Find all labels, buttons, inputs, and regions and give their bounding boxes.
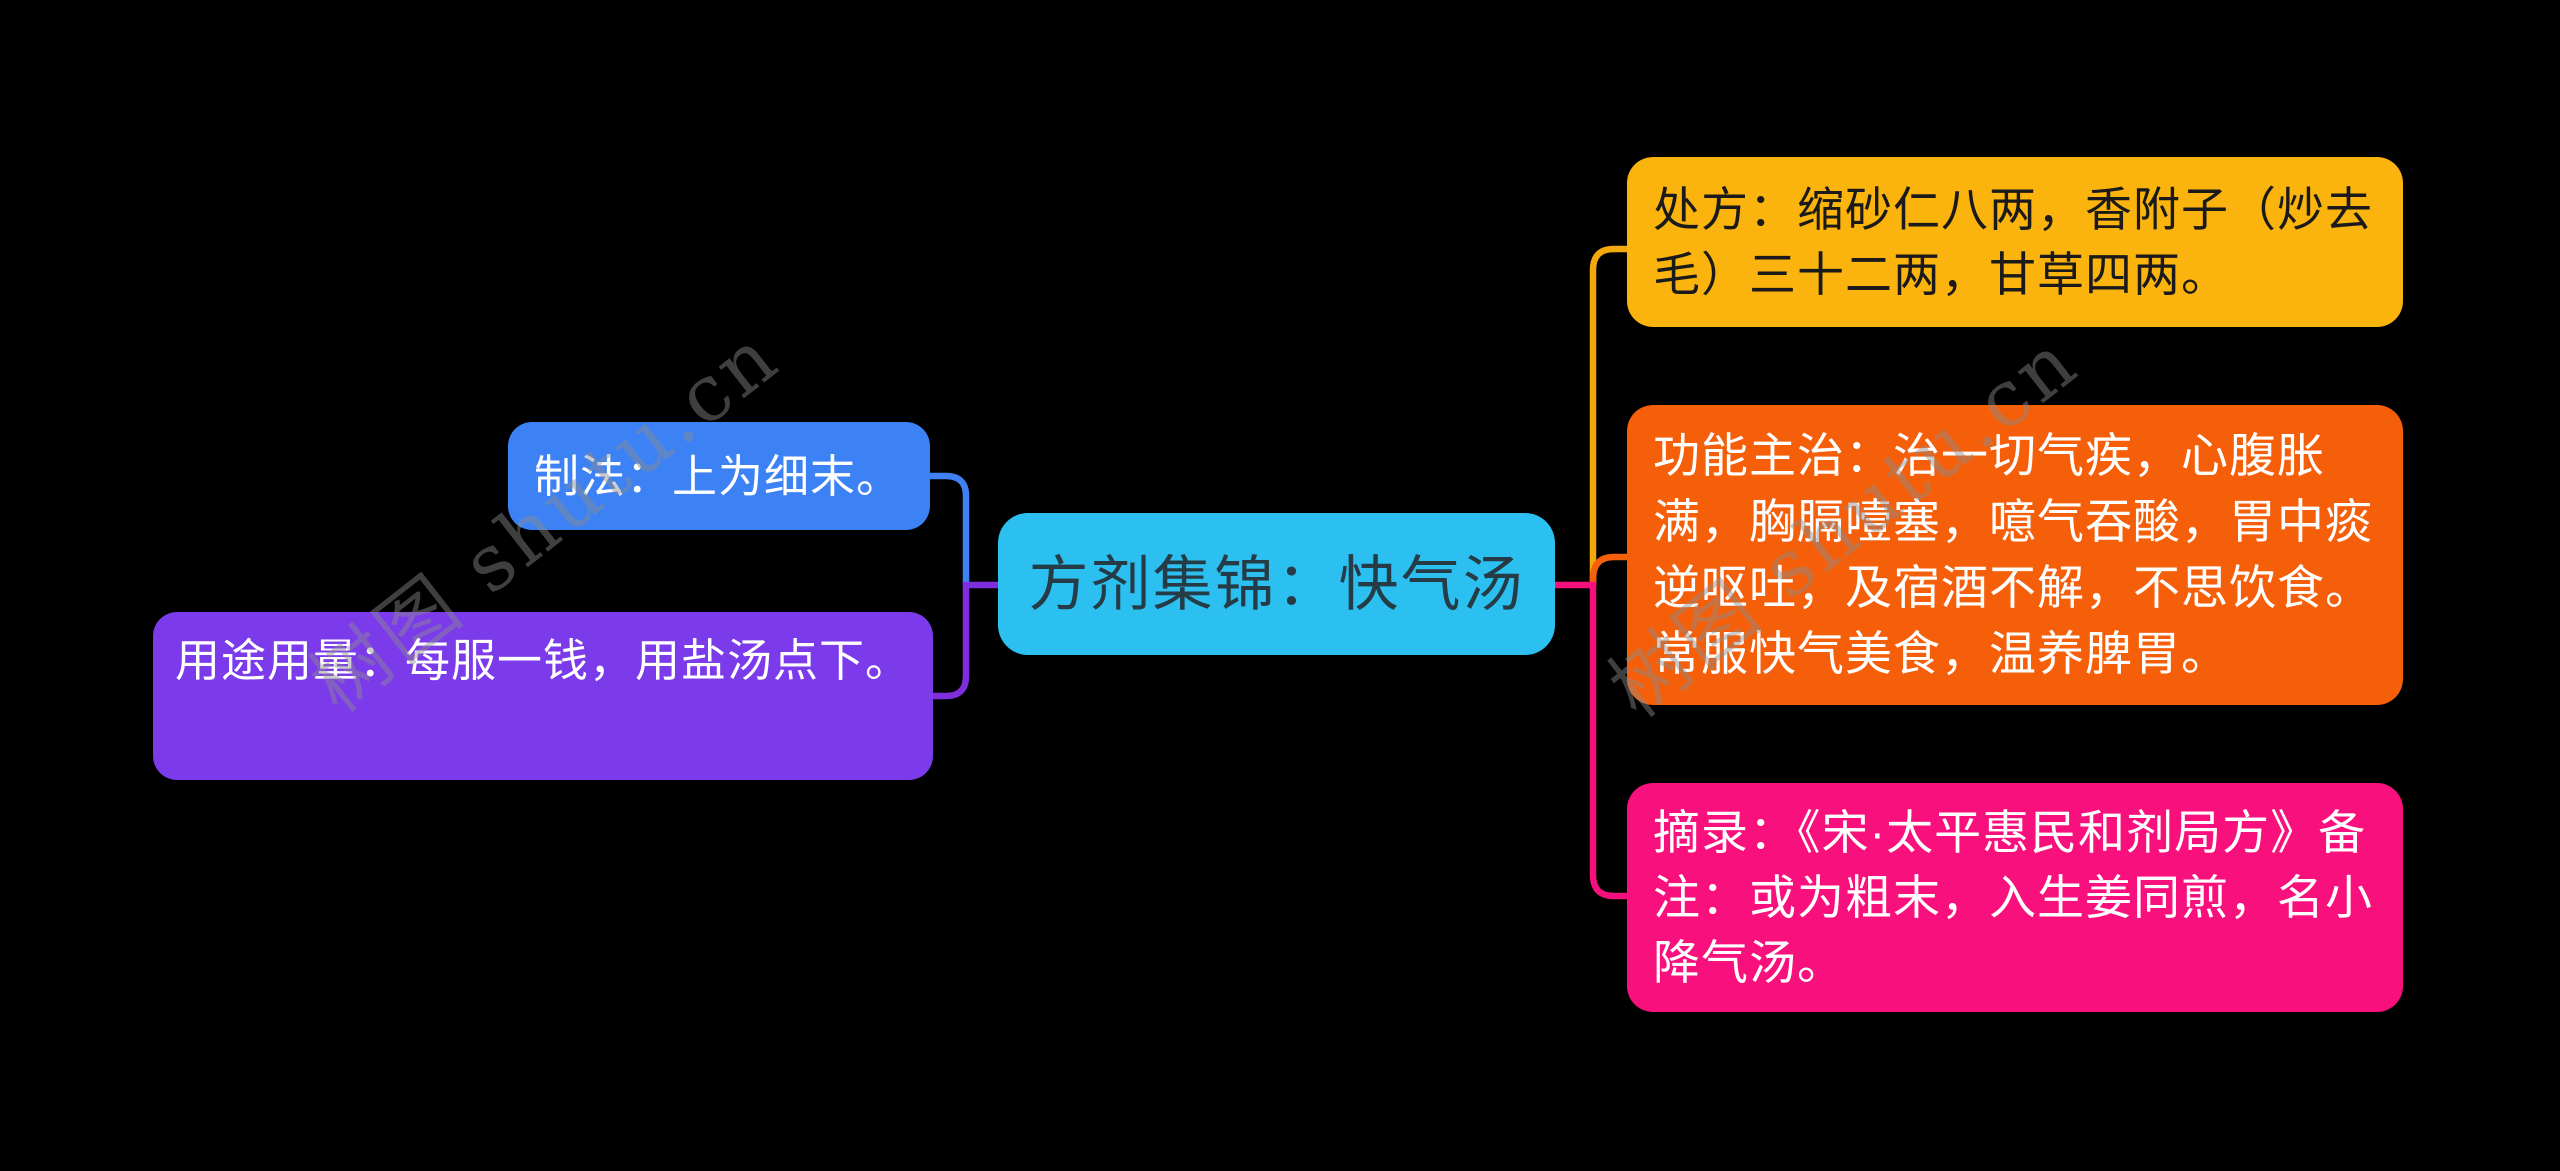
node-prescription-label: 处方：缩砂仁八两，香附子（炒去毛）三十二两，甘草四两。 bbox=[1653, 183, 2373, 301]
connector-indications bbox=[1589, 553, 1627, 585]
connector-excerpt bbox=[1555, 581, 1627, 900]
node-prescription[interactable]: 处方：缩砂仁八两，香附子（炒去毛）三十二两，甘草四两。 bbox=[1627, 157, 2403, 327]
node-method-label: 制法：上为细末。 bbox=[534, 450, 903, 502]
node-root[interactable]: 方剂集锦：快气汤 bbox=[998, 513, 1555, 655]
node-usage[interactable]: 用途用量：每服一钱，用盐汤点下。 bbox=[153, 612, 933, 780]
connector-prescription bbox=[1589, 245, 1627, 585]
node-excerpt[interactable]: 摘录：《宋·太平惠民和剂局方》备注：或为粗末，入生姜同煎，名小降气汤。 bbox=[1627, 783, 2403, 1012]
node-root-label: 方剂集锦：快气汤 bbox=[1028, 550, 1525, 618]
connector-method bbox=[930, 472, 970, 585]
connector-usage bbox=[933, 581, 999, 700]
node-indications[interactable]: 功能主治：治一切气疾，心腹胀满，胸膈噎塞，噫气吞酸，胃中痰逆呕吐，及宿酒不解，不… bbox=[1627, 405, 2403, 705]
node-method[interactable]: 制法：上为细末。 bbox=[508, 422, 930, 530]
node-usage-label: 用途用量：每服一钱，用盐汤点下。 bbox=[175, 635, 912, 686]
node-excerpt-label: 摘录：《宋·太平惠民和剂局方》备注：或为粗末，入生姜同煎，名小降气汤。 bbox=[1653, 806, 2373, 989]
node-indications-label: 功能主治：治一切气疾，心腹胀满，胸膈噎塞，噫气吞酸，胃中痰逆呕吐，及宿酒不解，不… bbox=[1653, 429, 2373, 680]
